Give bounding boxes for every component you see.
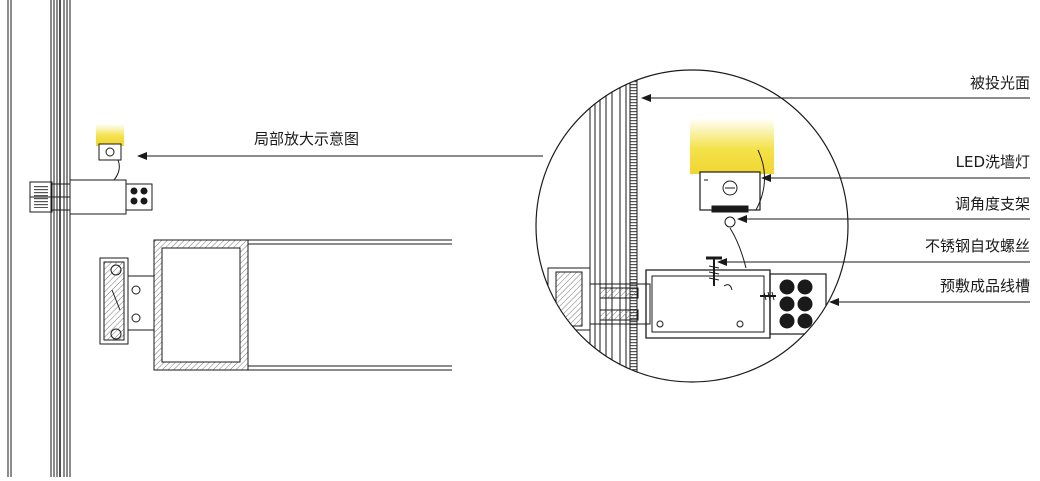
steel-tube-section [153, 239, 452, 371]
label-cable-trough: 预敷成品线槽 [940, 277, 1030, 295]
label-angle-bracket: 调角度支架 [955, 195, 1030, 213]
label-stainless-screw: 不锈钢自攻螺丝 [925, 237, 1030, 255]
label-texts: 被投光面 LED洗墙灯 调角度支架 不锈钢自攻螺丝 预敷成品线槽 [925, 74, 1030, 295]
led-fixture [699, 149, 766, 213]
detail-transom-profile [547, 267, 776, 339]
callout-leader: 局部放大示意图 [137, 130, 543, 160]
connector-bracket [99, 257, 155, 345]
overview-transom-profile [29, 179, 153, 215]
overview-section [7, 0, 452, 477]
magnified-detail [535, 69, 849, 383]
overview-led-fixture [96, 124, 124, 181]
label-leaders [641, 94, 1030, 306]
led-glow-area [690, 118, 774, 174]
label-lit-surface: 被投光面 [970, 74, 1030, 92]
angle-bracket [724, 216, 747, 269]
callout-label: 局部放大示意图 [254, 130, 359, 148]
detail-vertical-mullion [589, 70, 638, 382]
vertical-mullion [50, 0, 71, 477]
cable-trough [769, 273, 827, 335]
label-led-wall-washer: LED洗墙灯 [956, 153, 1030, 171]
detail-circle [535, 69, 849, 383]
